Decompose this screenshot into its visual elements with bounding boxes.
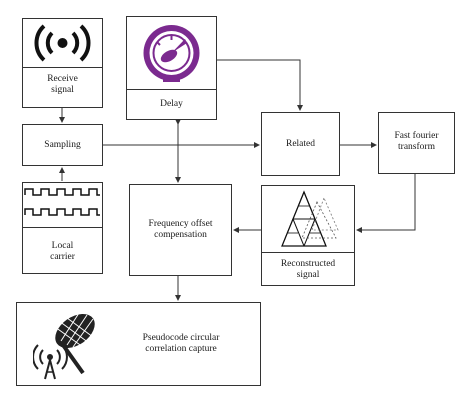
freq-offset-box: Frequency offset compensation — [129, 184, 232, 276]
receive-signal-box: Receive signal — [22, 18, 103, 108]
arrow-delay-to-related — [217, 59, 303, 111]
reconstructed-label-line2: signal — [296, 270, 320, 280]
broadcast-icon — [23, 19, 102, 68]
arrow-fft-to-reconstructed — [356, 174, 416, 233]
local-carrier-label-line2: carrier — [50, 252, 75, 262]
delay-box: Delay — [126, 16, 217, 120]
square-wave-icon — [23, 183, 102, 228]
reconstructed-label: Reconstructed signal — [262, 259, 354, 281]
receive-signal-label-line1: Receive — [47, 74, 78, 84]
triangle-fractal-icon — [262, 186, 354, 253]
freq-offset-label-line1: Frequency offset — [148, 219, 213, 229]
capture-label-line2: correlation capture — [145, 344, 217, 354]
sampling-box: Sampling — [22, 124, 103, 166]
satellite-net-icon — [32, 309, 107, 381]
reconstructed-label-line1: Reconstructed — [280, 259, 336, 269]
fft-label: Fast fourier transform — [379, 131, 454, 153]
receive-signal-label-line2: signal — [51, 85, 74, 95]
reconstructed-box: Reconstructed signal — [261, 185, 355, 286]
capture-label-line1: Pseudocode circular — [142, 333, 220, 343]
capture-box: Pseudocode circular correlation capture — [16, 302, 261, 386]
related-box: Related — [261, 112, 340, 176]
delay-label: Delay — [160, 99, 183, 109]
speedometer-icon — [127, 17, 216, 90]
fft-label-line1: Fast fourier — [394, 131, 439, 141]
local-carrier-label: Local carrier — [23, 241, 102, 263]
freq-offset-label: Frequency offset compensation — [130, 219, 231, 241]
receive-signal-label: Receive signal — [23, 74, 102, 96]
freq-offset-label-line2: compensation — [154, 230, 207, 240]
capture-label: Pseudocode circular correlation capture — [121, 333, 241, 355]
fft-box: Fast fourier transform — [378, 112, 455, 174]
fft-label-line2: transform — [398, 142, 435, 152]
related-label: Related — [285, 139, 315, 149]
sampling-label: Sampling — [44, 140, 81, 150]
local-carrier-box: Local carrier — [22, 182, 103, 274]
local-carrier-label-line1: Local — [51, 241, 74, 251]
